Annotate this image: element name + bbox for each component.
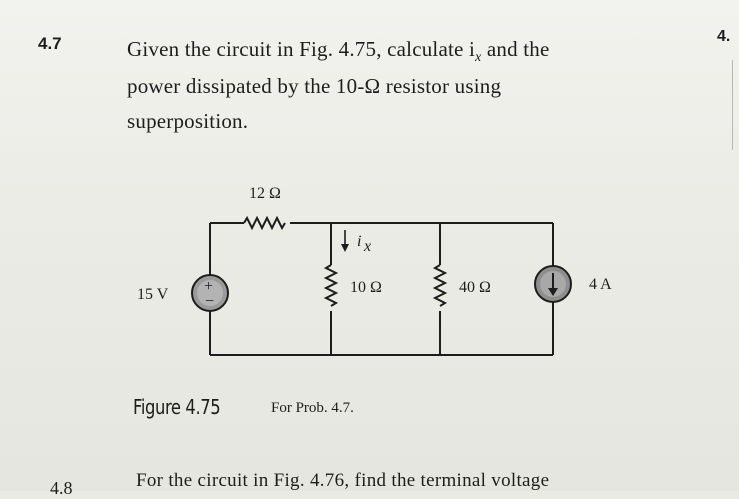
voltage-source-icon <box>191 274 229 312</box>
voltage-source-plus: + <box>204 278 213 295</box>
figure-caption: For Prob. 4.7. <box>271 400 354 416</box>
page-edge <box>732 60 739 150</box>
problem-line-2: power dissipated by the 10-Ω resistor us… <box>127 74 502 99</box>
problem-line-1-subscript: x <box>475 50 482 66</box>
current-source-icon <box>534 265 572 303</box>
current-source-label: 4 A <box>589 276 612 293</box>
resistor-10-ohm <box>323 264 339 307</box>
r2-label: 10 Ω <box>350 279 382 296</box>
figure-label: Figure 4.75 <box>133 395 221 419</box>
current-label: i <box>357 233 361 250</box>
voltage-source-minus: − <box>205 293 214 310</box>
problem-line-1: Given the circuit in Fig. 4.75, calculat… <box>127 32 647 69</box>
circuit-wires <box>209 215 554 356</box>
current-label-subscript: x <box>363 238 371 255</box>
resistor-12-ohm <box>243 215 286 231</box>
problem-statement: Given the circuit in Fig. 4.75, calculat… <box>127 32 647 139</box>
problem-line-1-text: Given the circuit in Fig. 4.75, calculat… <box>127 37 476 61</box>
cutoff-problem-text: For the circuit in Fig. 4.76, find the t… <box>136 470 550 491</box>
resistor-40-ohm <box>432 264 448 307</box>
cutoff-problem-number: 4.8 <box>50 478 73 498</box>
current-arrow-icon <box>341 230 349 252</box>
problem-line-1-end: and the <box>481 37 550 61</box>
problem-line-3: superposition. <box>127 108 249 133</box>
r3-label: 40 Ω <box>459 279 491 296</box>
next-problem-number: 4. <box>717 28 731 45</box>
voltage-source-label: 15 V <box>137 286 169 303</box>
r1-label: 12 Ω <box>249 185 281 202</box>
problem-number: 4.7 <box>38 34 62 53</box>
